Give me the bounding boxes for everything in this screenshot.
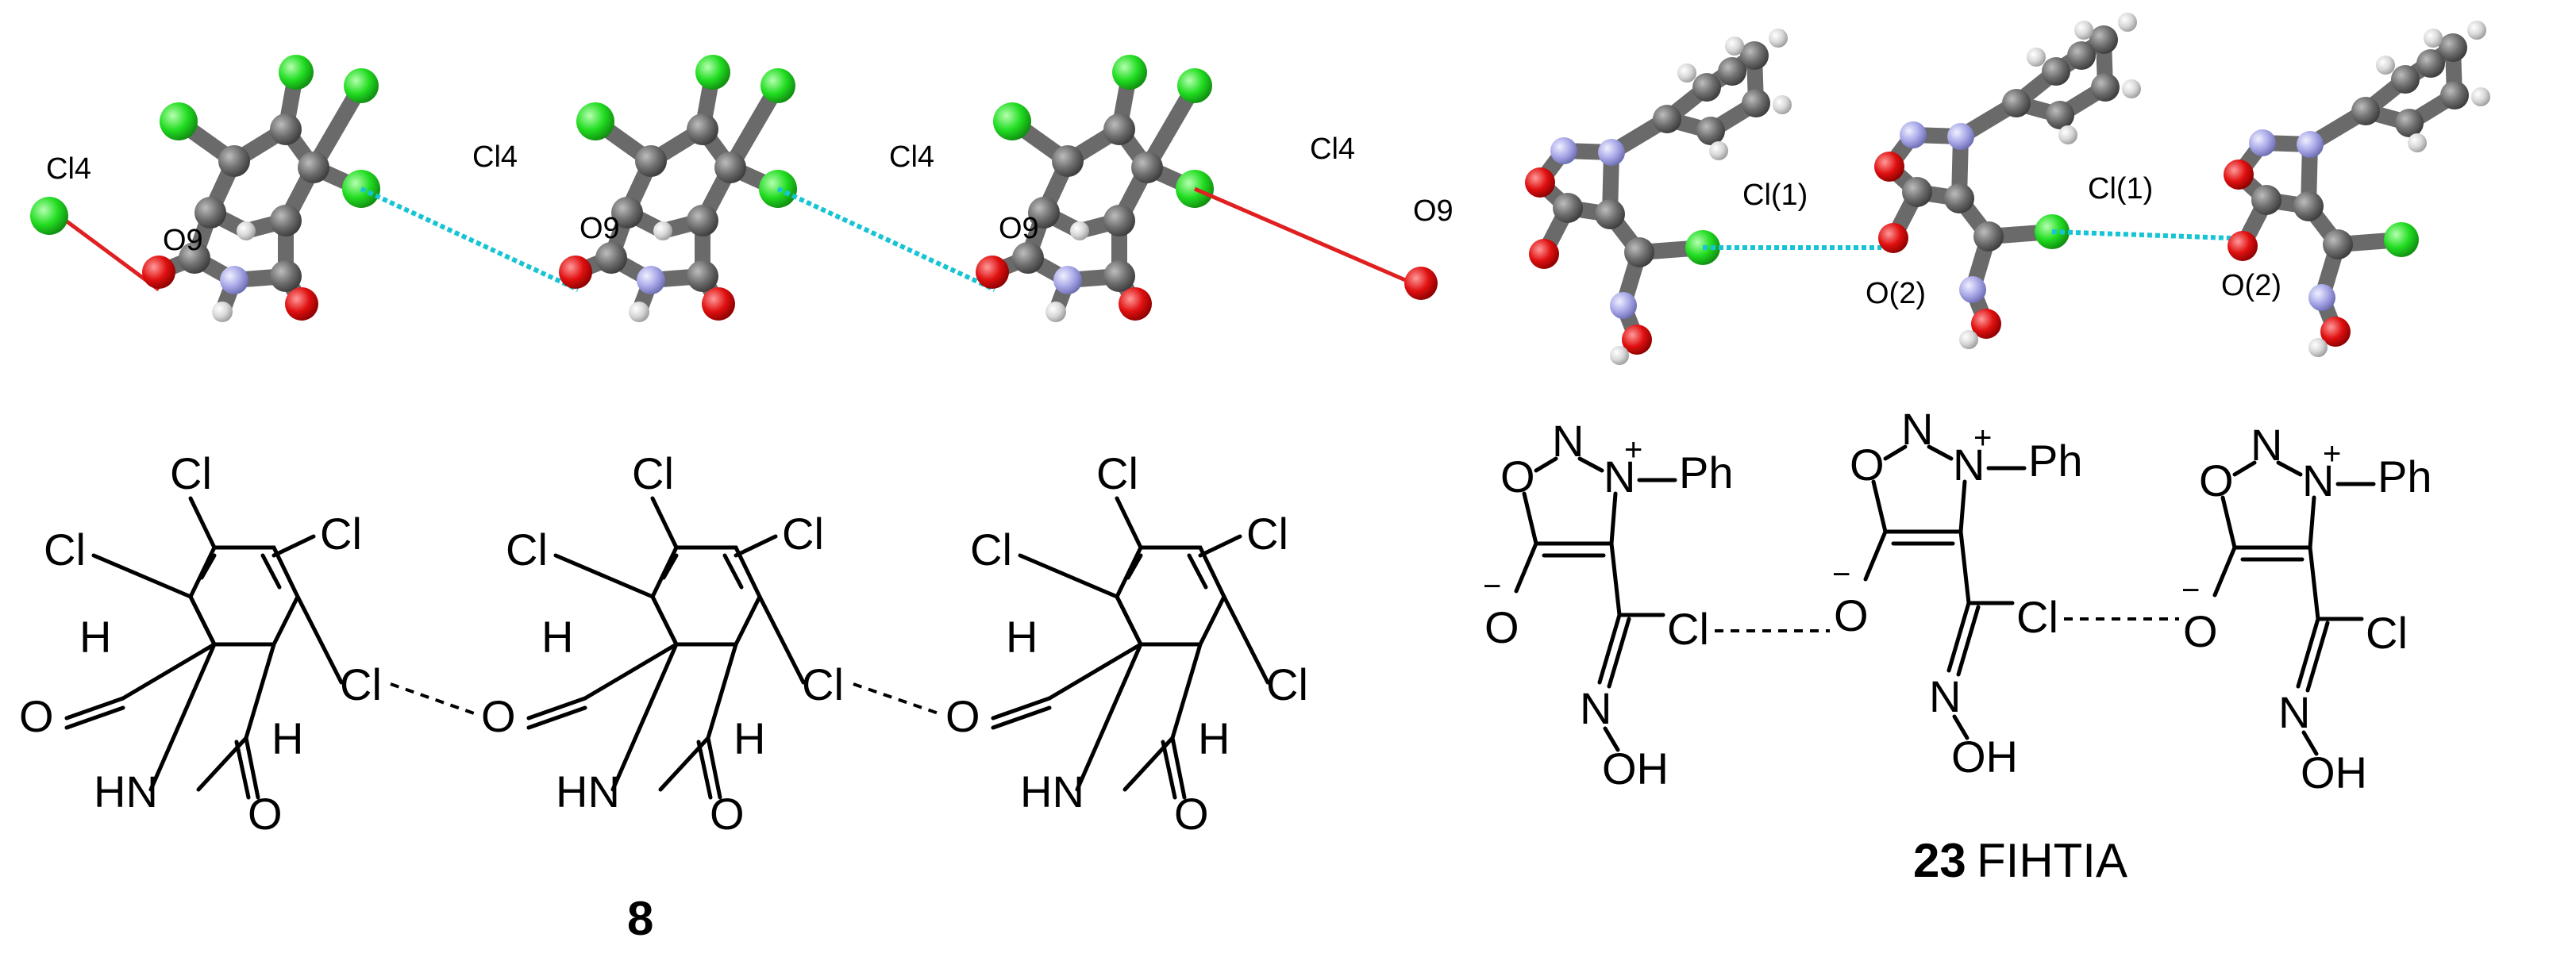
crystal-chain-right: Cl(1) Cl(1) O(2) O(2) [1525,13,2490,365]
halogen-bond-dashed-1 [390,682,477,716]
label-cl4-1: Cl4 [46,152,91,186]
structure-chain-23: 23 FIHTIA [1483,404,2432,887]
label-o9-2: O9 [580,212,620,245]
o-atom-end [1404,267,1438,300]
cl-atom-end [30,197,68,235]
caption-compound-8: 8 [627,892,653,945]
crystal-molecule-3 [976,55,1214,322]
structure-8-unit-3 [945,448,1308,839]
structure-8-unit-1 [19,448,382,839]
crystal-sydnone-3 [2224,21,2490,357]
structure-23-unit-1 [1483,416,1734,794]
crystal-molecule-2 [559,55,797,322]
label-o2-1: O(2) [1866,277,1926,310]
label-o2-2: O(2) [2221,269,2281,302]
label-cl4-3: Cl4 [889,140,934,174]
contact-line-right [1194,186,1410,284]
label-o9-1: O9 [163,224,203,257]
label-o9-cut: O9 [1413,194,1454,228]
structure-23-unit-2 [1832,404,2083,782]
halogen-bond-2 [776,186,996,292]
label-o9-3: O9 [999,212,1039,245]
halogen-bond-dashed-2 [853,682,941,716]
structure-23-unit-3 [2181,420,2432,797]
contact-line-left [56,212,160,292]
structure-chain-8: 8 [19,448,1308,945]
caption-compound-23-number: 23 [1913,834,1966,887]
halogen-bond-4 [2051,229,2231,240]
crystal-molecule-1 [142,55,380,322]
caption-compound-23-code: FIHTIA [1977,834,2127,887]
halogen-bond-1 [360,186,580,292]
crystal-chain-left: Cl4 Cl4 Cl4 Cl4 O9 O9 O9 O9 [30,55,1454,322]
label-cl1-2: Cl(1) [2088,172,2153,206]
structure-8-unit-2 [481,448,844,839]
label-cl4-2: Cl4 [472,140,518,174]
label-cl1-1: Cl(1) [1742,179,1808,212]
label-cl4-4: Cl4 [1310,133,1355,166]
